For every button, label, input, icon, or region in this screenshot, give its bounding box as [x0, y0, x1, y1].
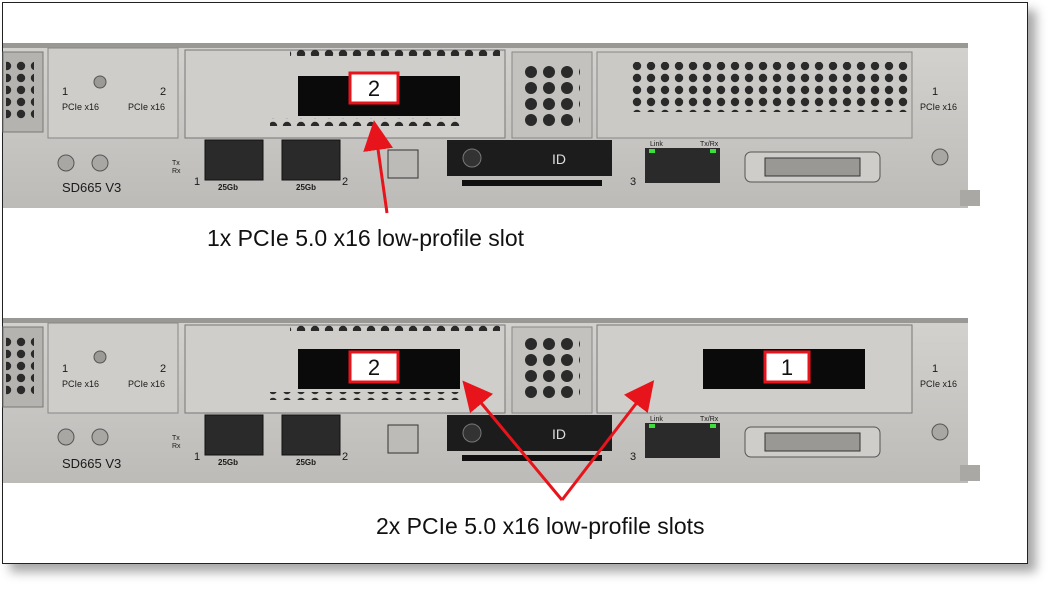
id-button-label[interactable]: ID: [552, 151, 566, 167]
sfp-speed-2: 25Gb: [296, 183, 316, 192]
slot-label-pcie-1: PCIe x16: [62, 102, 99, 112]
model-label: SD665 V3: [62, 456, 121, 471]
screw-icon: [931, 423, 949, 441]
power-button-icon[interactable]: [462, 423, 482, 443]
slot-number-badge-text-1: 1: [781, 355, 793, 380]
callout-arrow-1: [363, 120, 393, 214]
center-vent-holes: [522, 337, 580, 401]
slot-number-1: 1: [62, 363, 68, 375]
slot-number-right: 1: [932, 363, 938, 375]
slot-number-right: 1: [932, 86, 938, 98]
slot-label-pcie-right: PCIe x16: [920, 379, 957, 389]
caption-single-slot: 1x PCIe 5.0 x16 low-profile slot: [207, 225, 525, 251]
bracket-bottom-holes: [270, 118, 460, 126]
screw-icon: [93, 75, 107, 89]
link-label: Link: [650, 141, 663, 148]
port-number-1: 1: [194, 451, 200, 463]
slot-number-badge-text-2: 2: [368, 355, 380, 380]
serial-connector: [764, 432, 861, 452]
activity-led: [710, 424, 716, 428]
left-vent-holes: [6, 60, 34, 120]
sfp-speed-2: 25Gb: [296, 458, 316, 467]
screw-icon: [91, 154, 109, 172]
link-led: [649, 149, 655, 153]
sfp-port-1[interactable]: [204, 414, 264, 456]
screw-icon: [91, 428, 109, 446]
bracket-top-holes: [290, 48, 500, 56]
usb-port[interactable]: [387, 149, 419, 179]
bracket-top-holes: [290, 323, 500, 331]
slot-number-badge-2: [348, 350, 400, 384]
screw-icon: [931, 148, 949, 166]
callout-arrow-2b: [560, 380, 655, 501]
chassis-latch: [960, 465, 980, 481]
panel-single-slot: 1 2 PCIe x16 PCIe x16 2 1 PCIe x16 SD665…: [2, 43, 980, 208]
port-number-3: 3: [630, 451, 636, 463]
power-button-icon[interactable]: [462, 148, 482, 168]
riser-left: [47, 322, 179, 414]
left-vent-holes: [6, 335, 34, 395]
slot-number-badge-text-2: 2: [368, 76, 380, 101]
txrx-label: Tx/Rx: [700, 141, 719, 148]
slot-label-pcie-2: PCIe x16: [128, 379, 165, 389]
panel-dual-slot: 1 2 PCIe x16 PCIe x16 2 1 1 PCIe x16 SD6…: [2, 318, 980, 483]
slot-number-badge-1: [763, 350, 811, 384]
callout-arrow-2a: [462, 380, 564, 501]
chassis-latch: [960, 190, 980, 206]
link-led: [649, 424, 655, 428]
port-number-2: 2: [342, 451, 348, 463]
filler-holes: [628, 62, 908, 112]
sfp-speed-1: 25Gb: [218, 183, 238, 192]
rx-label: Rx: [172, 443, 181, 450]
handle-bar[interactable]: [462, 455, 602, 461]
slot-number-badge-2: [348, 71, 400, 105]
activity-led: [710, 149, 716, 153]
center-vent-holes: [522, 62, 580, 126]
caption-dual-slot: 2x PCIe 5.0 x16 low-profile slots: [376, 513, 705, 539]
slot-label-pcie-2: PCIe x16: [128, 102, 165, 112]
port-number-3: 3: [630, 176, 636, 188]
riser-left: [47, 47, 179, 139]
port-number-2: 2: [342, 176, 348, 188]
port-number-1: 1: [194, 176, 200, 188]
chassis-top-edge: [3, 43, 968, 48]
rj45-port[interactable]: [645, 148, 720, 183]
sfp-port-2[interactable]: [281, 414, 341, 456]
id-button-label[interactable]: ID: [552, 426, 566, 442]
screw-icon: [57, 154, 75, 172]
tx-label: Tx: [172, 160, 180, 167]
slot-number-2: 2: [160, 86, 166, 98]
slot-label-pcie-1: PCIe x16: [62, 379, 99, 389]
slot-label-pcie-right: PCIe x16: [920, 102, 957, 112]
sfp-speed-1: 25Gb: [218, 458, 238, 467]
usb-port[interactable]: [387, 424, 419, 454]
handle-bar[interactable]: [462, 180, 602, 186]
bracket-bottom-holes: [270, 392, 460, 400]
txrx-label: Tx/Rx: [700, 416, 719, 423]
rx-label: Rx: [172, 168, 181, 175]
screw-icon: [93, 350, 107, 364]
rj45-port[interactable]: [645, 423, 720, 458]
sfp-port-2[interactable]: [281, 139, 341, 181]
slot-number-1: 1: [62, 86, 68, 98]
model-label: SD665 V3: [62, 180, 121, 195]
screw-icon: [57, 428, 75, 446]
sfp-port-1[interactable]: [204, 139, 264, 181]
link-label: Link: [650, 416, 663, 423]
slot-number-2: 2: [160, 363, 166, 375]
chassis-top-edge: [3, 318, 968, 323]
serial-connector: [764, 157, 861, 177]
tx-label: Tx: [172, 435, 180, 442]
